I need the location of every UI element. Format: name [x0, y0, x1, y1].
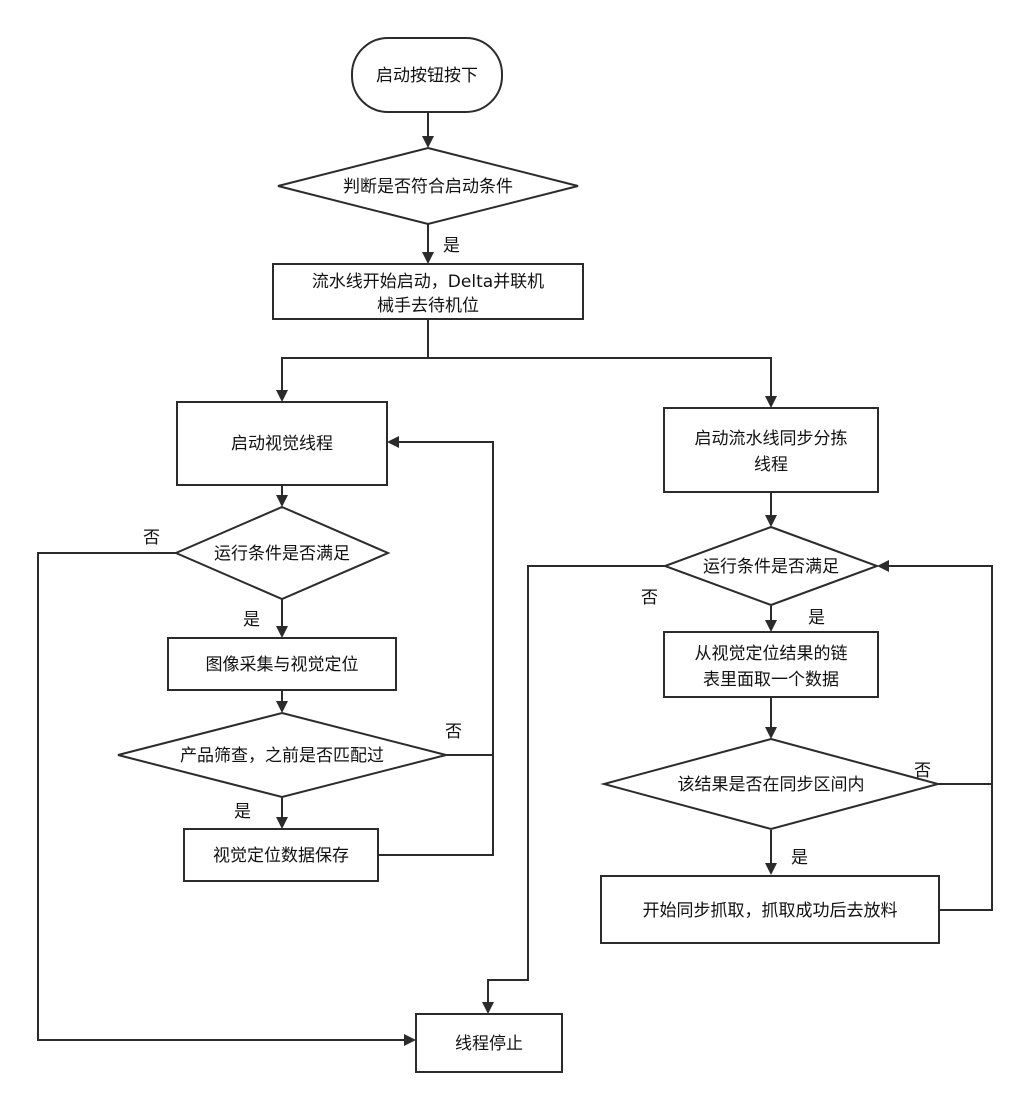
edge-sync-no-loop	[877, 560, 993, 785]
edge-label-check-start-yes: 是	[443, 236, 460, 256]
node-sort-thread-line2: 线程	[754, 455, 788, 475]
node-pipeline-start-line2: 械手去待机位	[377, 296, 479, 316]
node-vision-save-label: 视觉定位数据保存	[213, 846, 349, 866]
node-product-filter: 产品筛查，之前是否匹配过	[117, 711, 447, 799]
node-thread-stop: 线程停止	[415, 1013, 563, 1073]
edge-sort-condition-no	[482, 565, 665, 1014]
node-thread-stop-label: 线程停止	[455, 1034, 523, 1054]
node-pipeline-start-line1: 流水线开始启动，Delta并联机	[312, 272, 544, 292]
node-sync-pick: 开始同步抓取，抓取成功后去放料	[600, 875, 940, 944]
node-sort-condition: 运行条件是否满足	[662, 525, 880, 607]
node-check-start: 判断是否符合启动条件	[277, 146, 579, 226]
edge-label-sort-condition-yes: 是	[808, 608, 825, 628]
node-pipeline-start: 流水线开始启动，Delta并联机 械手去待机位	[272, 263, 584, 320]
node-image-capture: 图像采集与视觉定位	[167, 637, 397, 691]
node-sync-pick-label: 开始同步抓取，抓取成功后去放料	[643, 901, 898, 921]
node-sync-check: 该结果是否在同步区间内	[600, 737, 942, 831]
node-vision-save: 视觉定位数据保存	[183, 828, 379, 882]
node-start-label: 启动按钮按下	[376, 66, 478, 86]
edge-pick-loop	[939, 784, 993, 911]
node-start: 启动按钮按下	[351, 37, 503, 113]
node-sync-check-label: 该结果是否在同步区间内	[678, 775, 865, 795]
node-fetch-data-line2: 表里面取一个数据	[703, 670, 839, 690]
node-fetch-data-line1: 从视觉定位结果的链	[695, 644, 848, 664]
edge-label-sync-check-yes: 是	[791, 848, 808, 868]
node-check-start-label: 判断是否符合启动条件	[343, 177, 513, 197]
edge-save-loop	[378, 755, 494, 856]
node-vision-thread: 启动视觉线程	[176, 401, 388, 486]
edge-label-vision-condition-no: 否	[143, 528, 160, 548]
edge-filter-no-loop	[387, 436, 494, 756]
node-vision-thread-label: 启动视觉线程	[231, 434, 333, 454]
node-sort-thread: 启动流水线同步分拣 线程	[663, 407, 879, 493]
edge-label-product-filter-yes: 是	[234, 802, 251, 822]
node-fetch-data: 从视觉定位结果的链 表里面取一个数据	[663, 631, 879, 698]
edge-pipeline-to-sort	[428, 357, 777, 408]
edge-vision-condition-no	[37, 552, 416, 1046]
node-sort-thread-line1: 启动流水线同步分拣	[695, 429, 848, 449]
node-sort-condition-label: 运行条件是否满足	[703, 557, 839, 577]
node-vision-condition-label: 运行条件是否满足	[214, 544, 350, 564]
edge-label-vision-condition-yes: 是	[243, 610, 260, 630]
edge-label-sync-check-no: 否	[914, 761, 931, 781]
node-image-capture-label: 图像采集与视觉定位	[206, 655, 359, 675]
edge-label-sort-condition-no: 否	[641, 588, 658, 608]
node-vision-condition: 运行条件是否满足	[173, 505, 391, 601]
node-product-filter-label: 产品筛查，之前是否匹配过	[180, 746, 384, 766]
edge-label-product-filter-no: 否	[445, 722, 462, 742]
edge-pipeline-split	[276, 319, 429, 402]
